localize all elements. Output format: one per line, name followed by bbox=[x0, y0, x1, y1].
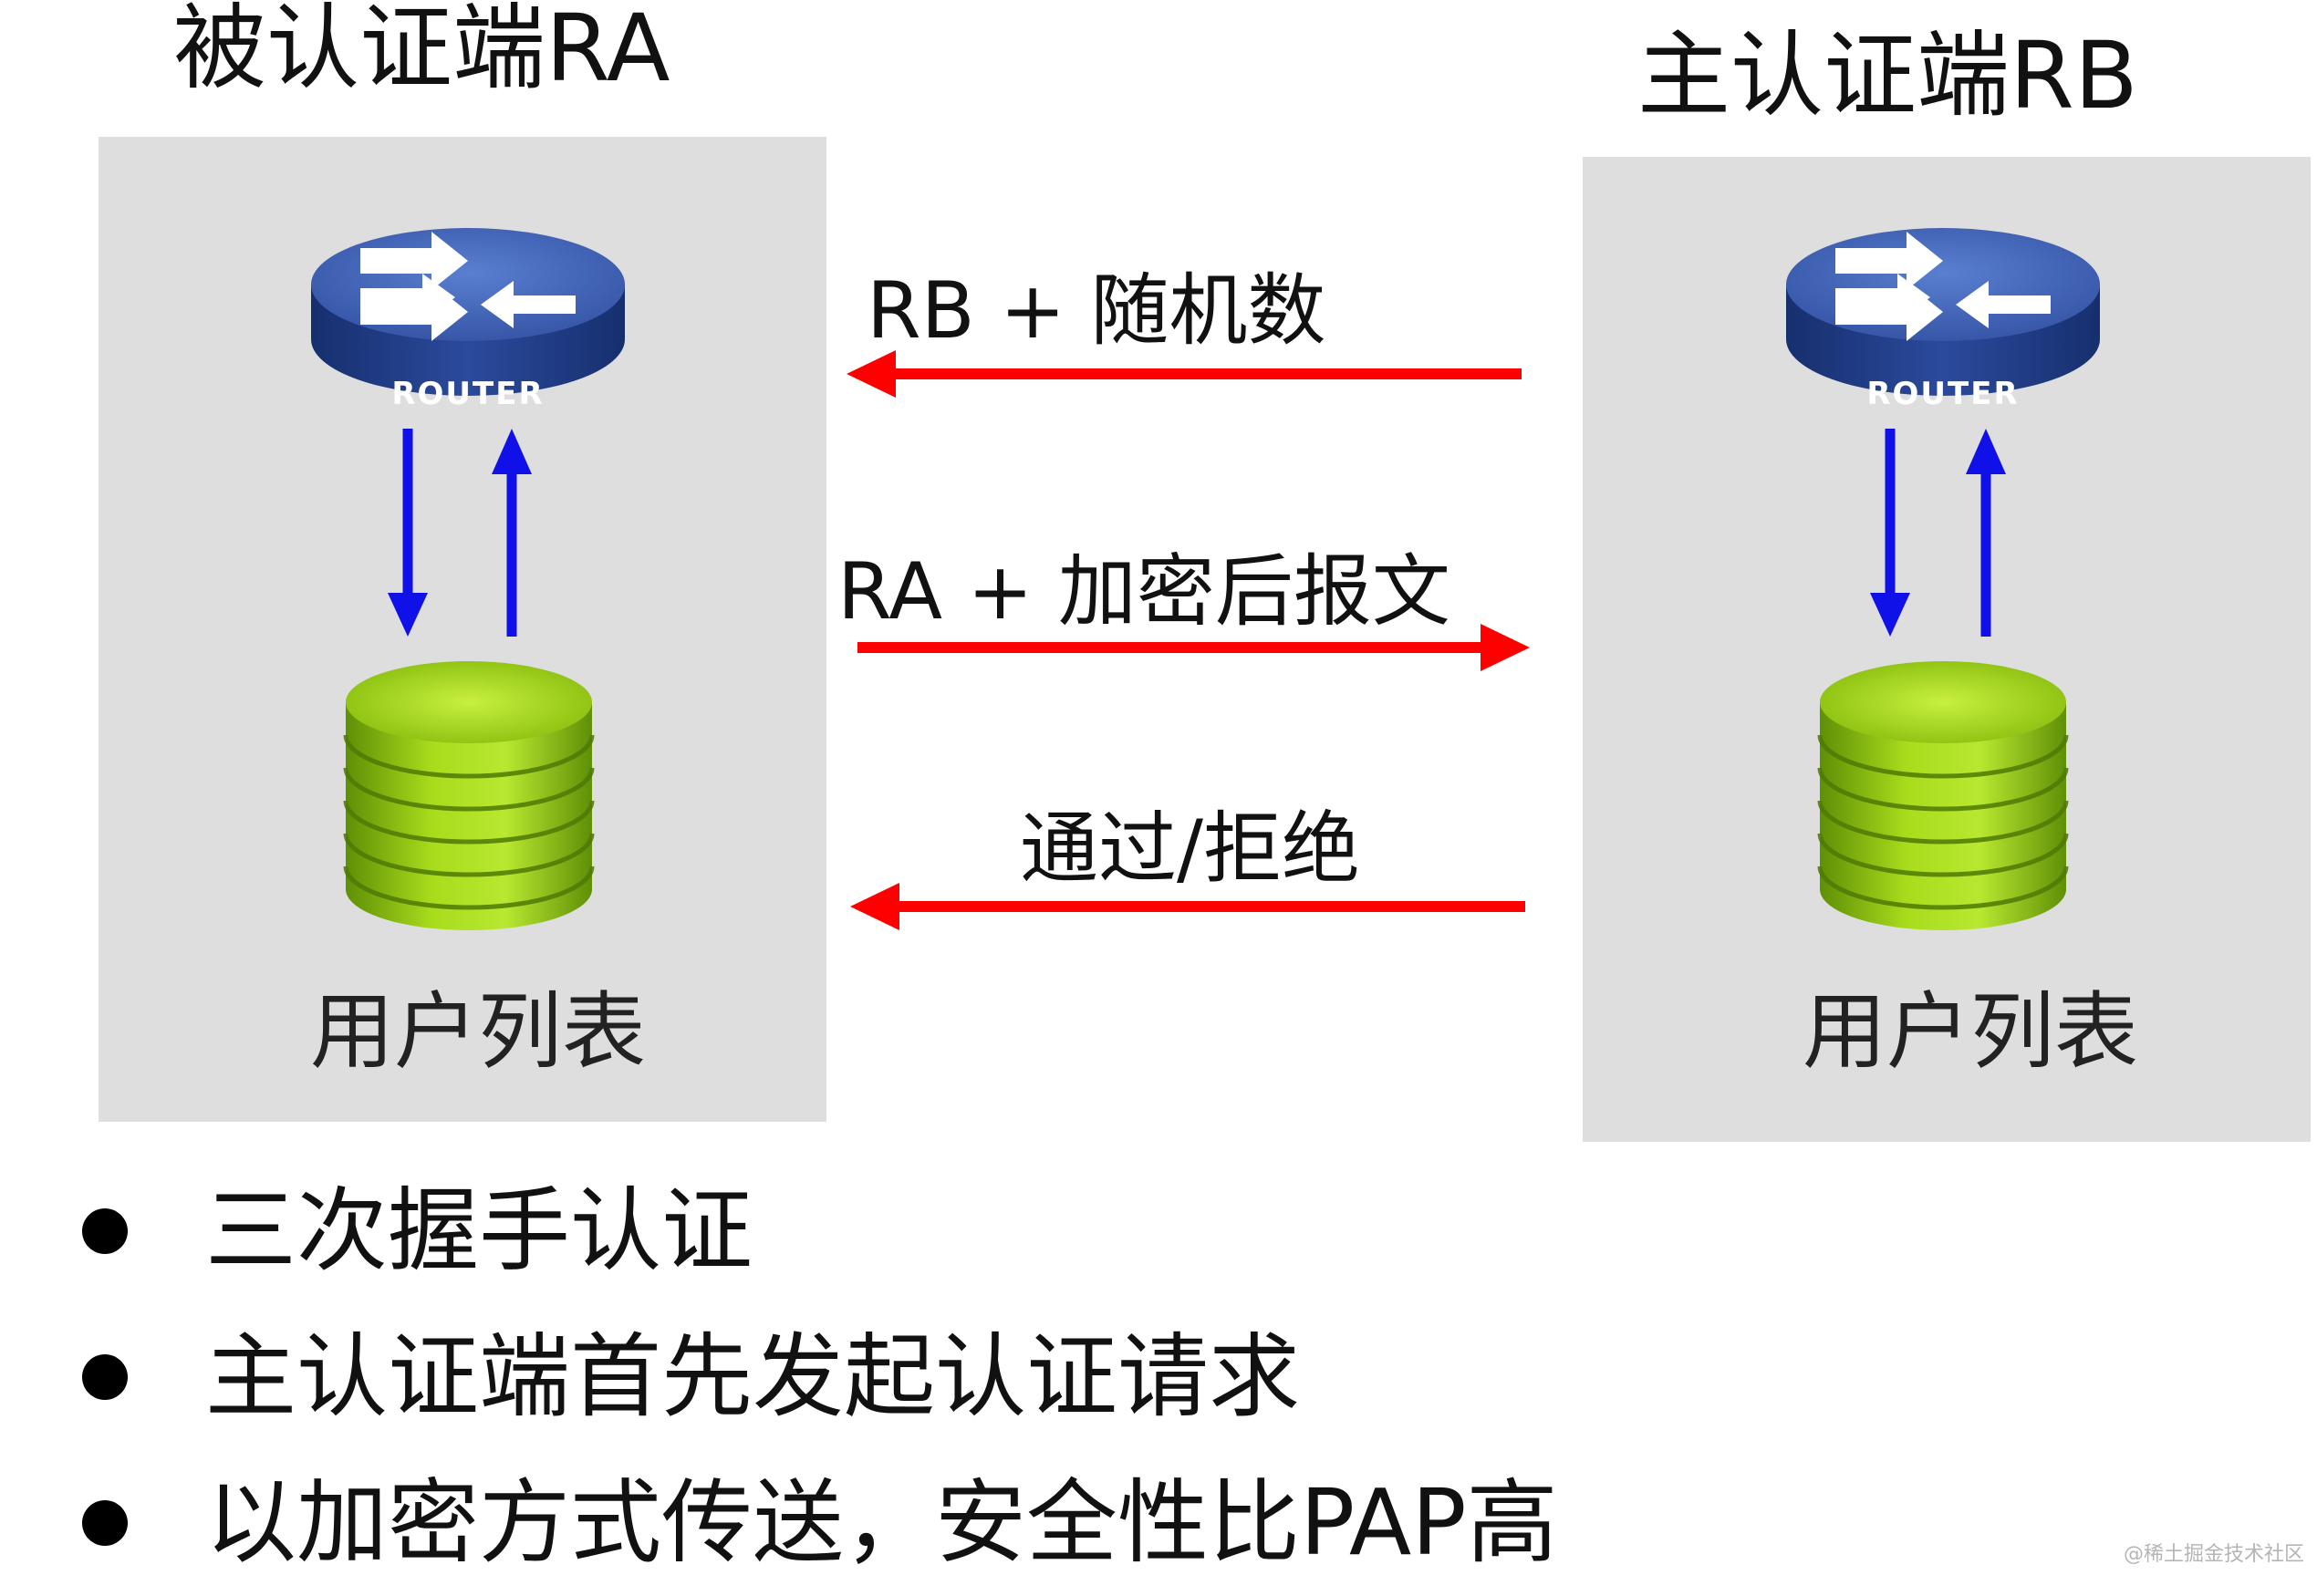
left-up-arrow bbox=[492, 429, 532, 637]
right-db-label: 用户列表 bbox=[1803, 983, 2138, 1081]
message-2: RA + 加密后报文 bbox=[837, 546, 1530, 671]
message-3-label: 通过/拒绝 bbox=[1020, 803, 1360, 895]
right-panel-title: 主认证端RB bbox=[1637, 22, 2138, 130]
bullet-dot-icon bbox=[82, 1354, 128, 1400]
bullet-text: 以加密方式传送，安全性比PAP高 bbox=[205, 1469, 1558, 1576]
bullet-dot-icon bbox=[82, 1500, 128, 1546]
bullet-text: 三次握手认证 bbox=[205, 1177, 753, 1284]
bullet-dot-icon bbox=[82, 1208, 128, 1254]
left-db-label: 用户列表 bbox=[310, 983, 646, 1081]
message-2-label: RA + 加密后报文 bbox=[837, 546, 1450, 637]
right-router-label: ROUTER bbox=[1866, 376, 2019, 412]
left-down-arrow bbox=[388, 429, 428, 637]
watermark: @稀土掘金技术社区 bbox=[2123, 1543, 2304, 1566]
right-down-arrow bbox=[1870, 429, 1910, 637]
bullet-text: 主认证端首先发起认证请求 bbox=[205, 1323, 1300, 1430]
message-1: RB + 随机数 bbox=[847, 265, 1522, 398]
database-icon bbox=[346, 661, 592, 930]
router-icon bbox=[1786, 228, 2100, 396]
message-1-label: RB + 随机数 bbox=[867, 265, 1326, 357]
database-icon bbox=[1820, 661, 2066, 930]
left-router-label: ROUTER bbox=[391, 376, 544, 412]
router-icon bbox=[311, 228, 625, 396]
message-3: 通过/拒绝 bbox=[850, 803, 1525, 930]
right-up-arrow bbox=[1966, 429, 2006, 637]
left-panel: 被认证端RA ROUTER 用户列表 bbox=[99, 0, 826, 1122]
left-panel-title: 被认证端RA bbox=[173, 0, 670, 103]
right-panel: 主认证端RB ROUTER 用户列表 bbox=[1583, 22, 2311, 1142]
